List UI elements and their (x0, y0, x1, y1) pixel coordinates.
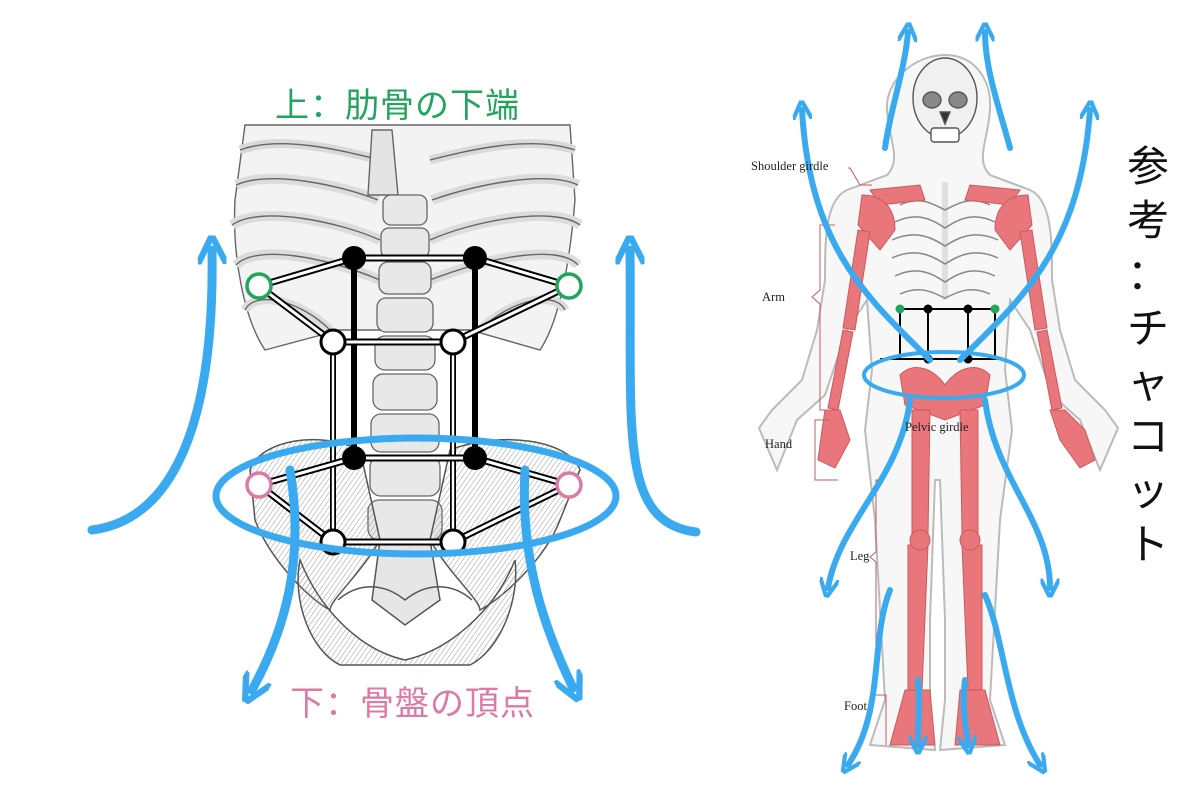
rib-point-right (555, 272, 583, 300)
region-label-shoulder-girdle: Shoulder girdle (751, 159, 829, 173)
rib-boundary-label: 上：肋骨の下端 (275, 86, 520, 126)
arrow-down-left (252, 465, 300, 690)
frame-node-upper-back-left (342, 246, 366, 270)
flow-arrows-left (87, 250, 701, 690)
reference-vertical-title: 参 考 ： チ ャ コ ッ ト (1125, 140, 1171, 572)
title-char: ャ (1126, 358, 1169, 407)
region-label-foot: Foot (844, 699, 867, 713)
rib-point-left (245, 272, 273, 300)
title-char: チ (1126, 304, 1169, 353)
title-char: ト (1126, 520, 1169, 569)
frame-node-upper-front-right (439, 328, 467, 356)
region-label-pelvic-girdle: Pelvic girdle (905, 420, 969, 434)
title-char: コ (1126, 412, 1169, 461)
torso-skeleton-illustration (229, 124, 583, 666)
arrow-down-right (519, 465, 573, 688)
region-brackets (811, 167, 887, 745)
region-label-hand: Hand (765, 437, 793, 451)
title-char: 参 (1126, 142, 1169, 191)
region-label-arm: Arm (762, 290, 785, 304)
skull (912, 57, 978, 143)
pelvis-boundary-label: 下：骨盤の頂点 (290, 684, 535, 724)
pelvis-point-left (245, 471, 273, 499)
title-char: ッ (1126, 466, 1169, 515)
frame-node-upper-back-right (463, 246, 487, 270)
title-char: 考 (1126, 196, 1169, 245)
region-label-leg: Leg (850, 549, 870, 563)
pelvis-point-right (555, 471, 583, 499)
arrow-up-right (630, 250, 701, 537)
frame-node-lower-back-right (463, 446, 487, 470)
pelvis-ring-ellipse (212, 434, 620, 558)
rib-cage (229, 124, 583, 351)
flow-arrows-right (802, 32, 1090, 765)
title-char: ： (1126, 250, 1169, 299)
arrow-up-left (87, 250, 212, 535)
frame-node-lower-back-left (342, 446, 366, 470)
frame-node-upper-front-left (319, 328, 347, 356)
pelvis-ring-ellipse-small (862, 350, 1026, 400)
